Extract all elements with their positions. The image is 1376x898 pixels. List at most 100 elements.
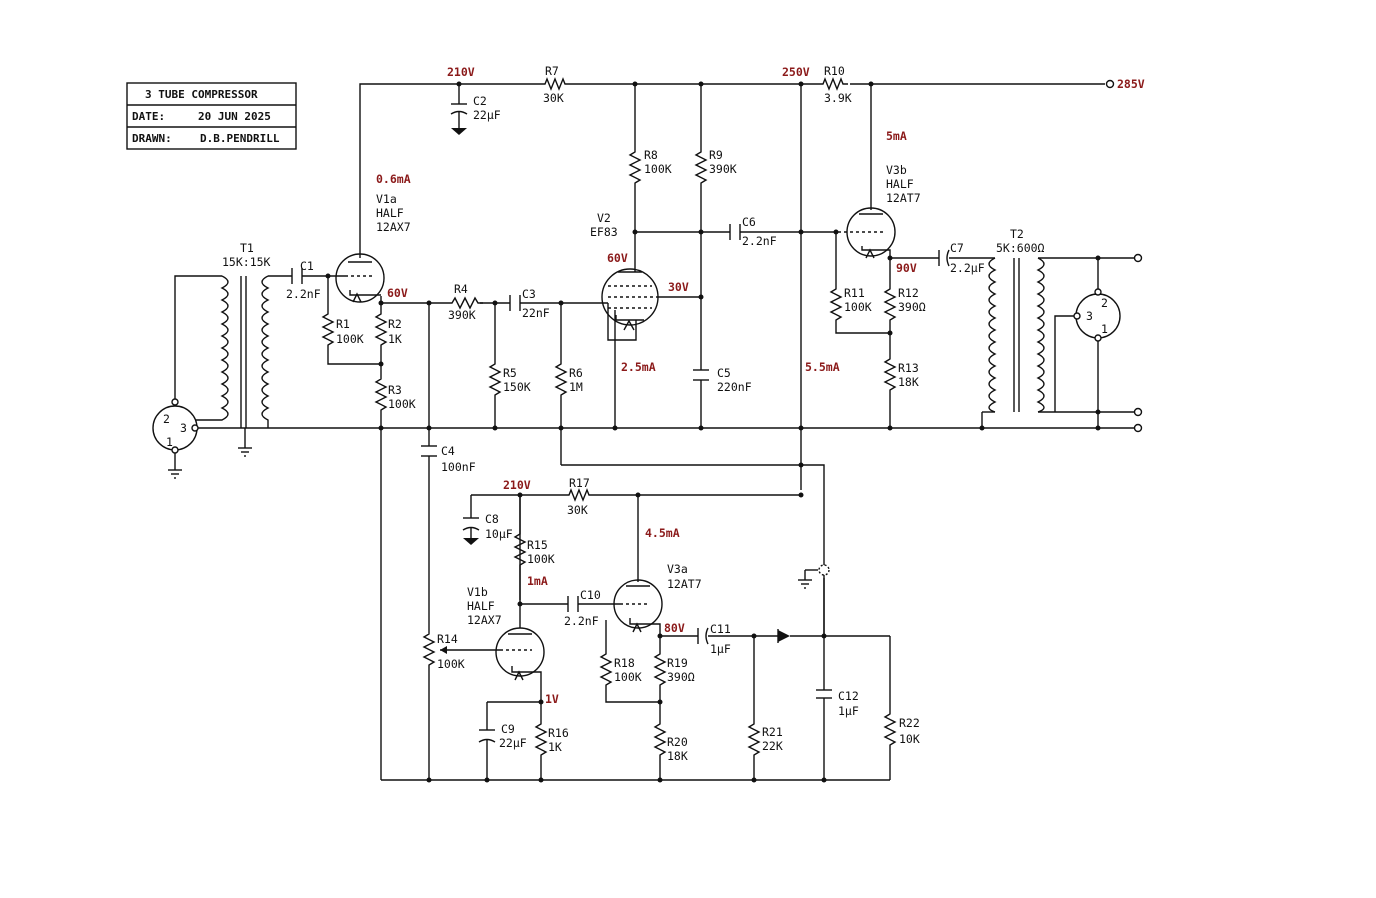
c3-value: 22nF — [522, 306, 550, 320]
r10-name: R10 — [824, 64, 845, 78]
r5-name: R5 — [503, 366, 517, 380]
component-labels: T1 15K:15K T2 5K:600Ω C1 2.2nF C2 22μF C… — [222, 64, 1045, 763]
wires — [174, 83, 1138, 781]
c5-symbol — [693, 369, 709, 381]
annotation-4.5ma: 4.5mA — [645, 526, 680, 540]
r1-symbol — [321, 310, 335, 350]
r10-value: 3.9K — [824, 91, 852, 105]
annotation-5.5ma: 5.5mA — [805, 360, 840, 374]
resistors — [321, 77, 897, 760]
c2-symbol — [450, 103, 468, 115]
r6-symbol — [554, 360, 568, 400]
annotation-210v-low: 210V — [503, 478, 531, 492]
r11-symbol — [829, 285, 843, 325]
ground-symbols — [168, 128, 830, 589]
r20-name: R20 — [667, 735, 688, 749]
output-pin-1: 1 — [1101, 322, 1108, 336]
schematic-title: 3 TUBE COMPRESSOR — [145, 88, 258, 101]
r2-value: 1K — [388, 332, 402, 346]
diode-symbol — [777, 629, 790, 643]
c8-value: 10μF — [485, 527, 513, 541]
c10-value: 2.2nF — [564, 614, 599, 628]
r22-name: R22 — [899, 716, 920, 730]
input-xlr-connector: 2 3 1 — [152, 398, 199, 454]
terminals — [1105, 79, 1143, 433]
r5-symbol — [488, 360, 502, 400]
r22-symbol — [883, 710, 897, 750]
v1b-type1: HALF — [467, 599, 495, 613]
r8-value: 100K — [644, 162, 672, 176]
v3b-type1: HALF — [886, 177, 914, 191]
r15-name: R15 — [527, 538, 548, 552]
v2-pentode — [601, 268, 659, 331]
drawn-label: DRAWN: — [132, 132, 172, 145]
v3a-name: V3a — [667, 562, 688, 576]
t1-value: 15K:15K — [222, 255, 271, 269]
r11-value: 100K — [844, 300, 872, 314]
c10-name: C10 — [580, 588, 601, 602]
annotation-90v: 90V — [896, 261, 917, 275]
c3-symbol — [509, 295, 521, 311]
input-ground — [168, 469, 182, 479]
r16-symbol — [534, 720, 548, 760]
r12-symbol — [883, 285, 897, 325]
v3b-name: V3b — [886, 163, 907, 177]
annotation-0.6ma: 0.6mA — [376, 172, 411, 186]
c2-value: 22μF — [473, 108, 501, 122]
c2-ground — [451, 128, 467, 135]
v1a-type2: 12AX7 — [376, 220, 411, 234]
c9-symbol — [478, 729, 496, 743]
input-pin-1: 1 — [166, 435, 173, 449]
r3-name: R3 — [388, 383, 402, 397]
r19-value: 390Ω — [667, 670, 695, 684]
r9-name: R9 — [709, 148, 723, 162]
r11-name: R11 — [844, 286, 865, 300]
c1-name: C1 — [300, 259, 314, 273]
r13-symbol — [883, 355, 897, 395]
r3-value: 100K — [388, 397, 416, 411]
r8-symbol — [628, 148, 642, 188]
v1b-triode — [495, 627, 545, 690]
annotation-60v-v2: 60V — [607, 251, 628, 265]
r3-symbol — [374, 375, 388, 415]
t1-name: T1 — [240, 241, 254, 255]
output-xlr-connector: 2 3 1 — [1073, 288, 1121, 342]
c8-name: C8 — [485, 512, 499, 526]
annotations: 210V 250V 285V 0.6mA 60V 60V 30V 2.5mA 5… — [376, 65, 1145, 706]
c4-symbol — [421, 445, 437, 457]
r1-name: R1 — [336, 317, 350, 331]
c9-name: C9 — [501, 722, 515, 736]
c6-value: 2.2nF — [742, 234, 777, 248]
r13-value: 18K — [898, 375, 919, 389]
r13-name: R13 — [898, 361, 919, 375]
c11-name: C11 — [710, 622, 731, 636]
v1a-name: V1a — [376, 192, 397, 206]
r2-name: R2 — [388, 317, 402, 331]
c1-value: 2.2nF — [286, 287, 321, 301]
c2-name: C2 — [473, 94, 487, 108]
junctions — [325, 81, 1101, 783]
c8-symbol — [462, 517, 480, 531]
tube-labels: V1a HALF 12AX7 V2 EF83 V3b HALF 12AT7 V3… — [376, 163, 921, 627]
r17-symbol — [566, 488, 596, 502]
r14-name: R14 — [437, 632, 458, 646]
c7-value: 2.2μF — [950, 261, 985, 275]
r7-symbol — [542, 77, 568, 91]
v1a-triode — [335, 253, 385, 303]
c4-name: C4 — [441, 444, 455, 458]
r4-symbol — [448, 296, 483, 310]
r14-value: 100K — [437, 657, 465, 671]
c11-symbol — [697, 627, 709, 645]
r20-value: 18K — [667, 749, 688, 763]
r8-name: R8 — [644, 148, 658, 162]
r18-value: 100K — [614, 670, 642, 684]
input-pin-3: 3 — [180, 421, 187, 435]
r4-value: 390K — [448, 308, 476, 322]
t2-transformer — [988, 257, 1045, 413]
date-value: 20 JUN 2025 — [198, 110, 271, 123]
r19-symbol — [653, 650, 667, 690]
r20-symbol — [653, 720, 667, 760]
output-pin-3: 3 — [1086, 309, 1093, 323]
r15-symbol — [513, 530, 527, 570]
